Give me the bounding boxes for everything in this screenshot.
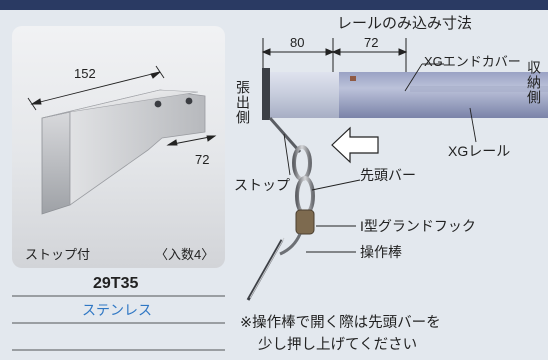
label-lead-bar: 先頭バー (360, 167, 416, 183)
direction-arrow-icon (331, 126, 379, 164)
stainless-bracket (41, 89, 206, 215)
rail-dimension-right: 72 (364, 35, 379, 50)
rail-drawing-title: レールのみ込み寸法 (337, 15, 473, 32)
photo-dimension-length: 152 (74, 66, 96, 81)
photo-dimension-lines (27, 65, 217, 146)
xg-end-cover (267, 72, 339, 118)
label-operating-rod: 操作棒 (360, 244, 402, 260)
label-stop: ストップ (234, 177, 290, 193)
bracket-screw-hole (154, 100, 162, 108)
end-cap (262, 68, 270, 120)
rod-highlight (249, 237, 285, 299)
rail-dimension-left: 80 (290, 35, 305, 50)
label-storage-side: 収納側 (526, 60, 542, 105)
label-grand-hook: I型グランドフック (360, 218, 476, 234)
rail-dimension-lines (261, 38, 408, 72)
grand-hook-assembly (268, 117, 315, 256)
label-xg-rail: XGレール (448, 143, 511, 159)
info-dividers (12, 295, 225, 351)
leader-lines (283, 63, 477, 253)
photo-dimension-depth: 72 (195, 152, 210, 167)
top-accent-bar (0, 0, 548, 10)
bracket-screw-hole (185, 97, 193, 105)
product-code: 29T35 (93, 275, 139, 292)
product-material: ステンレス (82, 302, 152, 318)
label-overhang-side: 張出側 (235, 80, 251, 125)
photo-feature-label: ストップ付 (25, 247, 91, 262)
operating-rod (246, 239, 284, 301)
photo-quantity-label: 〈入数4〉 (155, 247, 215, 262)
operation-note-line-1: ※操作棒で開く際は先頭バーを (240, 315, 441, 331)
cover-slot (350, 76, 356, 81)
label-end-cover: XGエンドカバー (424, 54, 521, 69)
xg-rail (336, 72, 548, 118)
operation-note-line-2: 少し押し上げてください (258, 337, 418, 353)
